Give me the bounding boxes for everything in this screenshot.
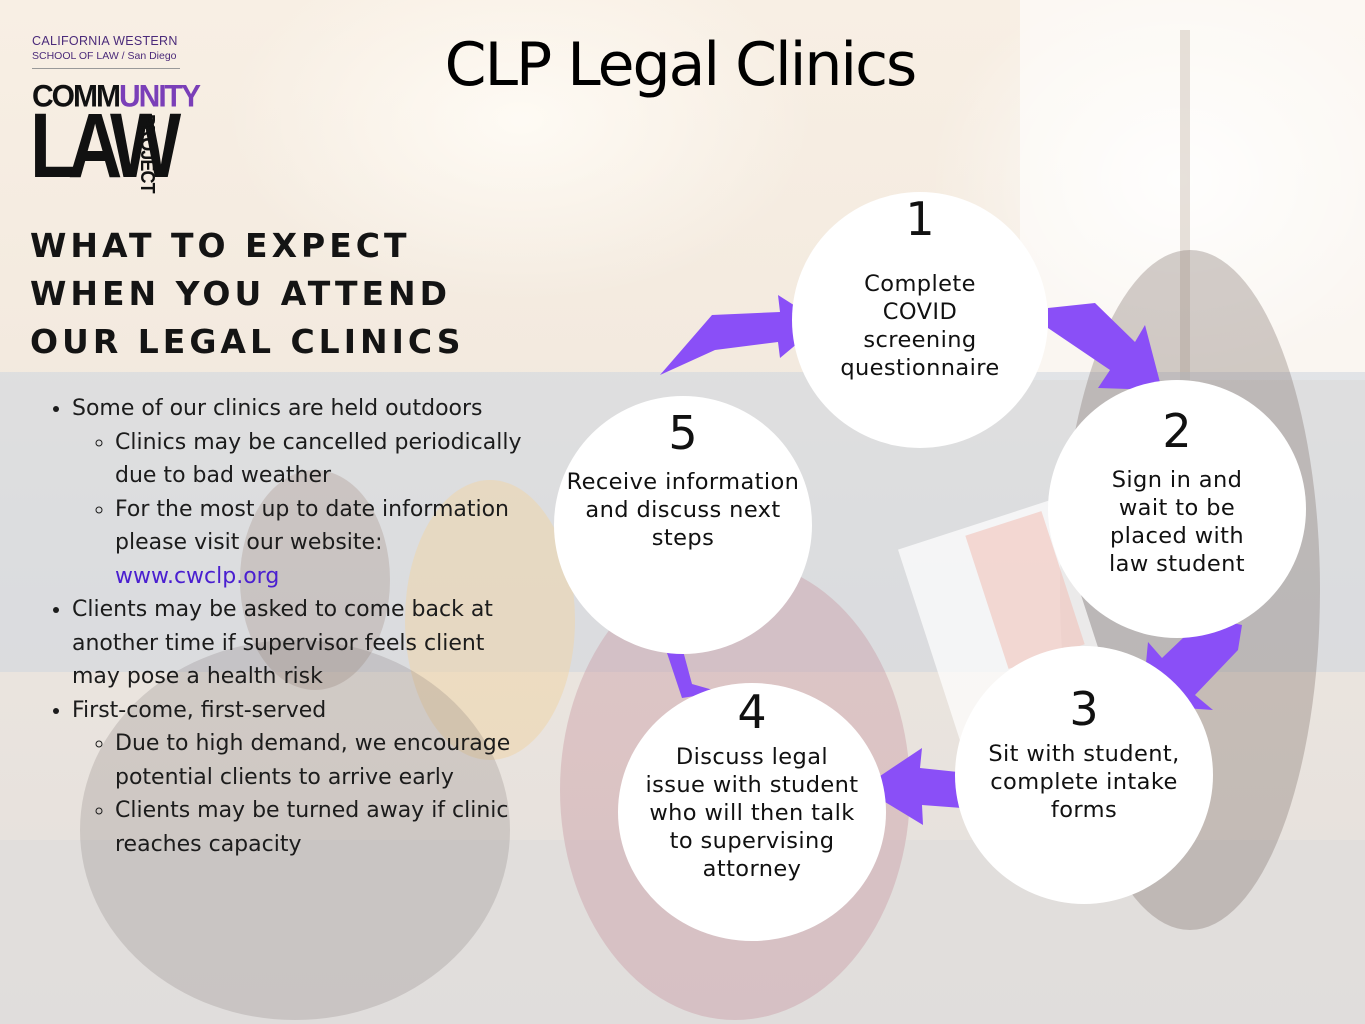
clinic-process-cycle-diagram: 1 Complete COVID screening questionnaire… bbox=[540, 180, 1340, 960]
arrow-1-to-2 bbox=[1048, 303, 1162, 390]
logo-unity: UNITY bbox=[118, 79, 201, 114]
logo-school-line1: CALIFORNIA WESTERN bbox=[32, 34, 178, 48]
list-item: Some of our clinics are held outdoors Cl… bbox=[72, 392, 530, 593]
heading-line: WHAT TO EXPECT bbox=[30, 226, 411, 265]
logo-project-word: PROJECT bbox=[136, 114, 158, 193]
list-item: Clients may be turned away if clinic rea… bbox=[115, 794, 530, 861]
list-item: First-come, first-served Due to high dem… bbox=[72, 694, 530, 862]
step-text: Sign in and wait to be placed with law s… bbox=[1108, 467, 1245, 577]
arrow-3-to-4 bbox=[862, 748, 962, 825]
list-item: Clinics may be cancelled periodically du… bbox=[115, 426, 530, 493]
step-text: Complete COVID screening questionnaire bbox=[840, 271, 1000, 381]
list-item: For the most up to date information plea… bbox=[115, 493, 530, 594]
step-number: 2 bbox=[1162, 404, 1192, 458]
community-law-project-logo: CALIFORNIA WESTERN SCHOOL OF LAW / San D… bbox=[30, 34, 201, 193]
list-item: Due to high demand, we encourage potenti… bbox=[115, 727, 530, 794]
step-number: 1 bbox=[905, 192, 935, 246]
logo-school-line2: SCHOOL OF LAW / San Diego bbox=[32, 50, 177, 62]
website-link[interactable]: www.cwclp.org bbox=[115, 563, 280, 589]
step-3-circle: 3 Sit with student, complete intake form… bbox=[955, 646, 1213, 904]
logo-community-word: COMMUNITY bbox=[32, 79, 201, 115]
bullet-text: For the most up to date information plea… bbox=[115, 496, 509, 556]
logo-comm: COMM bbox=[32, 79, 121, 114]
step-number: 4 bbox=[737, 685, 767, 739]
step-4-circle: 4 Discuss legal issue with student who w… bbox=[618, 683, 886, 941]
step-number: 3 bbox=[1069, 682, 1099, 736]
step-number: 5 bbox=[668, 406, 698, 460]
section-heading: WHAT TO EXPECT WHEN YOU ATTEND OUR LEGAL… bbox=[30, 222, 464, 366]
list-item: Clients may be asked to come back at ano… bbox=[72, 593, 530, 694]
step-text: Sit with student, complete intake forms bbox=[988, 741, 1180, 823]
logo-divider bbox=[32, 68, 180, 69]
info-bullet-list: Some of our clinics are held outdoors Cl… bbox=[30, 392, 530, 861]
heading-line: OUR LEGAL CLINICS bbox=[30, 322, 465, 361]
step-5-circle: 5 Receive information and discuss next s… bbox=[554, 396, 812, 654]
arrow-5-to-1 bbox=[660, 295, 822, 375]
step-text: Discuss legal issue with student who wil… bbox=[645, 744, 859, 882]
logo-law-word: LAW bbox=[30, 95, 181, 197]
heading-line: WHEN YOU ATTEND bbox=[30, 274, 452, 313]
bullet-text: Some of our clinics are held outdoors bbox=[72, 396, 483, 421]
bullet-text: First-come, first-served bbox=[72, 697, 327, 723]
step-2-circle: 2 Sign in and wait to be placed with law… bbox=[1048, 380, 1306, 638]
step-1-circle: 1 Complete COVID screening questionnaire bbox=[792, 192, 1048, 448]
step-text: Receive information and discuss next ste… bbox=[566, 469, 800, 551]
page-title: CLP Legal Clinics bbox=[444, 30, 918, 100]
